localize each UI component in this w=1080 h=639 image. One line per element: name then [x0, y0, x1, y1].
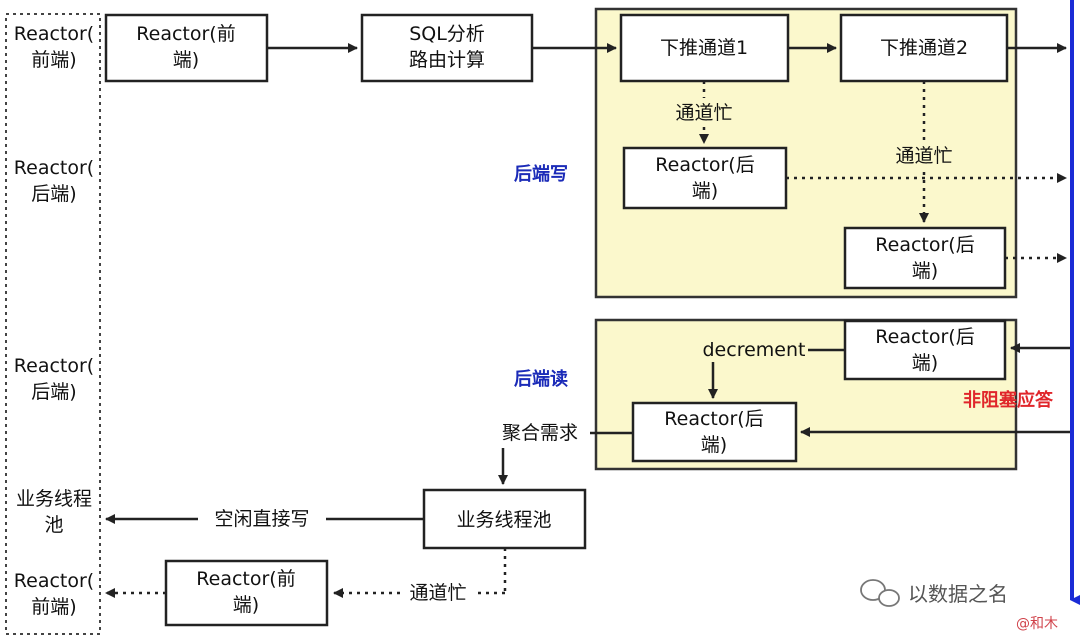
- watermark-author: @和木: [1016, 616, 1058, 632]
- backend-reactor-write-1-label: Reactor(后端): [655, 154, 754, 202]
- channel-busy-1-label: 通道忙: [675, 102, 732, 124]
- push-channel-1-label: 下推通道1: [660, 37, 748, 59]
- front-reactor-label: Reactor(前端): [136, 23, 235, 71]
- non-blocking-response-label: 非阻塞应答: [963, 389, 1054, 411]
- sql-analysis-box: [360, 13, 534, 83]
- left-column-frame: [5, 13, 101, 635]
- left-item-backend-reactor-1: Reactor(后端): [14, 157, 94, 205]
- backend-reactor-write-1-box: [622, 146, 788, 210]
- backend-write-label: 后端写: [514, 164, 568, 185]
- wechat-logo-icon: [860, 579, 900, 607]
- sql-analysis-label: SQL分析路由计算: [409, 23, 485, 71]
- push-channel-2-label: 下推通道2: [880, 37, 968, 59]
- decrement-label: decrement: [703, 339, 806, 361]
- front-reactor-box: [104, 13, 269, 83]
- backend-reactor-read-1-label: Reactor(后端): [875, 326, 974, 374]
- thread-pool-label: 业务线程池: [456, 509, 551, 531]
- channel-busy-2-label: 通道忙: [895, 145, 952, 167]
- left-item-frontend-reactor-bottom: Reactor(前端): [14, 570, 94, 618]
- idle-write-label: 空闲直接写: [214, 508, 309, 530]
- backend-reactor-write-2-label: Reactor(后端): [875, 234, 974, 282]
- left-item-thread-pool: 业务线程池: [16, 488, 92, 536]
- left-item-frontend-reactor-top: Reactor(前端): [14, 23, 94, 71]
- backend-reactor-read-2-box: [631, 401, 798, 463]
- backend-read-label: 后端读: [514, 368, 568, 390]
- left-item-backend-reactor-2: Reactor(后端): [14, 355, 94, 403]
- front-reactor-bottom-label: Reactor(前端): [196, 568, 295, 616]
- channel-busy-3-label: 通道忙: [409, 582, 466, 604]
- thread-pool-box: [422, 488, 587, 550]
- backend-reactor-read-2-label: Reactor(后端): [664, 408, 763, 456]
- push-channel-1-box: [619, 13, 790, 83]
- aggregate-label: 聚合需求: [502, 422, 578, 444]
- watermark-brand: 以数据之名: [908, 582, 1008, 606]
